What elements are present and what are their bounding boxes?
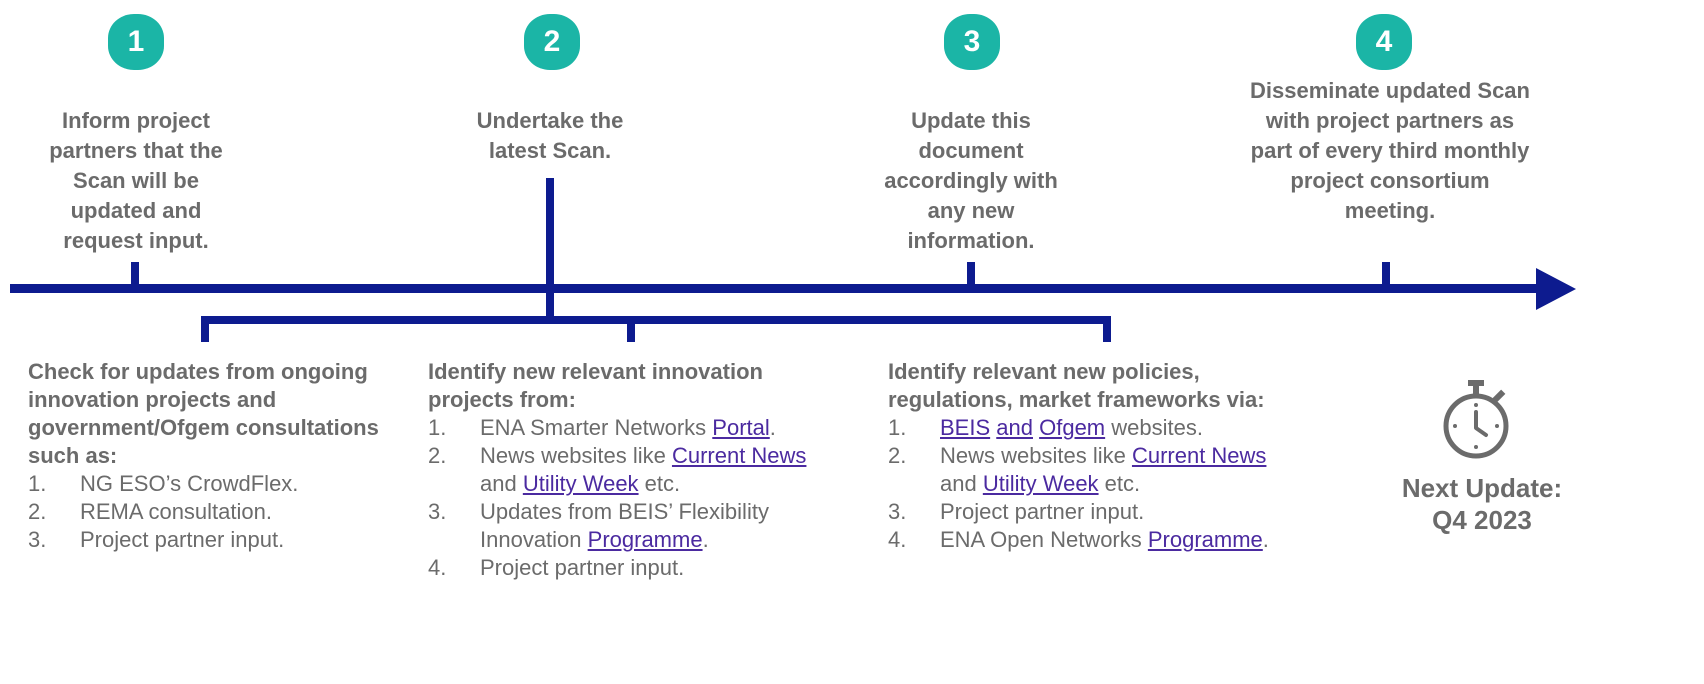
next-update-value: Q4 2023 xyxy=(1432,505,1532,535)
item-text: Project partner input. xyxy=(940,499,1145,524)
column-3-heading: Identify relevant new policies, regulati… xyxy=(888,359,1265,412)
list-item: 2. REMA consultation. xyxy=(28,498,398,526)
list-item: 2. News websites like Current News and Ut… xyxy=(888,442,1288,498)
step-2-text: Undertake the latest Scan. xyxy=(476,108,624,163)
item-text: . xyxy=(702,527,709,552)
branch-bar xyxy=(201,316,1111,324)
portal-link[interactable]: Portal xyxy=(712,415,770,440)
item-text: . xyxy=(1262,527,1269,552)
item-text: News websites like xyxy=(940,443,1132,468)
item-number: 2. xyxy=(428,443,447,468)
step-2-stem xyxy=(546,178,554,324)
item-number: 3. xyxy=(28,527,47,552)
programme-link[interactable]: Programme xyxy=(1147,527,1263,552)
item-text: and xyxy=(940,471,983,496)
and-link[interactable]: and xyxy=(996,415,1033,440)
step-4-badge: 4 xyxy=(1356,14,1412,70)
item-number: 1. xyxy=(888,415,907,440)
utility-week-link[interactable]: Utility Week xyxy=(522,471,639,496)
list-item: 3. Updates from BEIS’ Flexibility Innovat… xyxy=(428,498,828,554)
branch-drop-3 xyxy=(1103,316,1111,342)
step-4-text: Disseminate updated Scan with project pa… xyxy=(1250,78,1530,223)
list-item: 1. NG ESO’s CrowdFlex. xyxy=(28,470,398,498)
step-3-badge: 3 xyxy=(944,14,1000,70)
list-item: 1. ENA Smarter Networks Portal. xyxy=(428,414,828,442)
programme-link[interactable]: Programme xyxy=(587,527,703,552)
current-news-link[interactable]: Current News xyxy=(1131,443,1267,468)
step-3-text: Update this document accordingly with an… xyxy=(884,108,1058,253)
list-item: 2. News websites like Current News and Ut… xyxy=(428,442,828,498)
step-4-tick xyxy=(1382,262,1390,286)
ofgem-link[interactable]: Ofgem xyxy=(1039,415,1106,440)
column-2-heading: Identify new relevant innovation project… xyxy=(428,359,763,412)
item-text: etc. xyxy=(638,471,681,496)
item-number: 3. xyxy=(428,499,447,524)
list-item: 3. Project partner input. xyxy=(28,526,398,554)
item-text: NG ESO’s CrowdFlex. xyxy=(80,471,299,496)
item-number: 4. xyxy=(888,527,907,552)
list-item: 3. Project partner input. xyxy=(888,498,1288,526)
item-number: 2. xyxy=(888,443,907,468)
item-number: 3. xyxy=(888,499,907,524)
branch-drop-2 xyxy=(627,316,635,342)
item-number: 2. xyxy=(28,499,47,524)
column-1-heading: Check for updates from ongoing innovatio… xyxy=(28,359,379,468)
item-number: 4. xyxy=(428,555,447,580)
item-text: Project partner input. xyxy=(80,527,285,552)
item-text: REMA consultation. xyxy=(80,499,272,524)
next-update: Next Update: Q4 2023 xyxy=(1392,472,1572,536)
utility-week-link[interactable]: Utility Week xyxy=(982,471,1099,496)
step-2-badge: 2 xyxy=(524,14,580,70)
next-update-label: Next Update: xyxy=(1401,473,1563,503)
column-updates: Check for updates from ongoing innovatio… xyxy=(28,358,398,554)
item-text: and xyxy=(480,471,523,496)
item-text: etc. xyxy=(1098,471,1141,496)
item-text: News websites like xyxy=(480,443,672,468)
item-text: . xyxy=(769,415,776,440)
step-3-tick xyxy=(967,262,975,286)
stopwatch-icon xyxy=(1443,380,1509,459)
list-item: 4. Project partner input. xyxy=(428,554,828,582)
beis-link[interactable]: BEIS xyxy=(940,415,991,440)
column-innovation: Identify new relevant innovation project… xyxy=(428,358,828,582)
step-1-text: Inform project partners that the Scan wi… xyxy=(49,108,223,253)
item-text: ENA Open Networks xyxy=(940,527,1148,552)
column-policies: Identify relevant new policies, regulati… xyxy=(888,358,1288,554)
item-text: ENA Smarter Networks xyxy=(480,415,713,440)
current-news-link[interactable]: Current News xyxy=(671,443,807,468)
list-item: 1. BEIS and Ofgem websites. xyxy=(888,414,1288,442)
item-text: websites. xyxy=(1105,415,1203,440)
arrow-head-icon xyxy=(1536,268,1576,310)
list-item: 4. ENA Open Networks Programme. xyxy=(888,526,1288,554)
step-1-badge: 1 xyxy=(108,14,164,70)
branch-drop-1 xyxy=(201,316,209,342)
timeline-axis xyxy=(10,284,1550,293)
item-number: 1. xyxy=(28,471,47,496)
item-text: Project partner input. xyxy=(480,555,685,580)
item-text: Updates from BEIS’ Flexibility Innovatio… xyxy=(480,499,769,552)
step-1-tick xyxy=(131,262,139,286)
item-number: 1. xyxy=(428,415,447,440)
